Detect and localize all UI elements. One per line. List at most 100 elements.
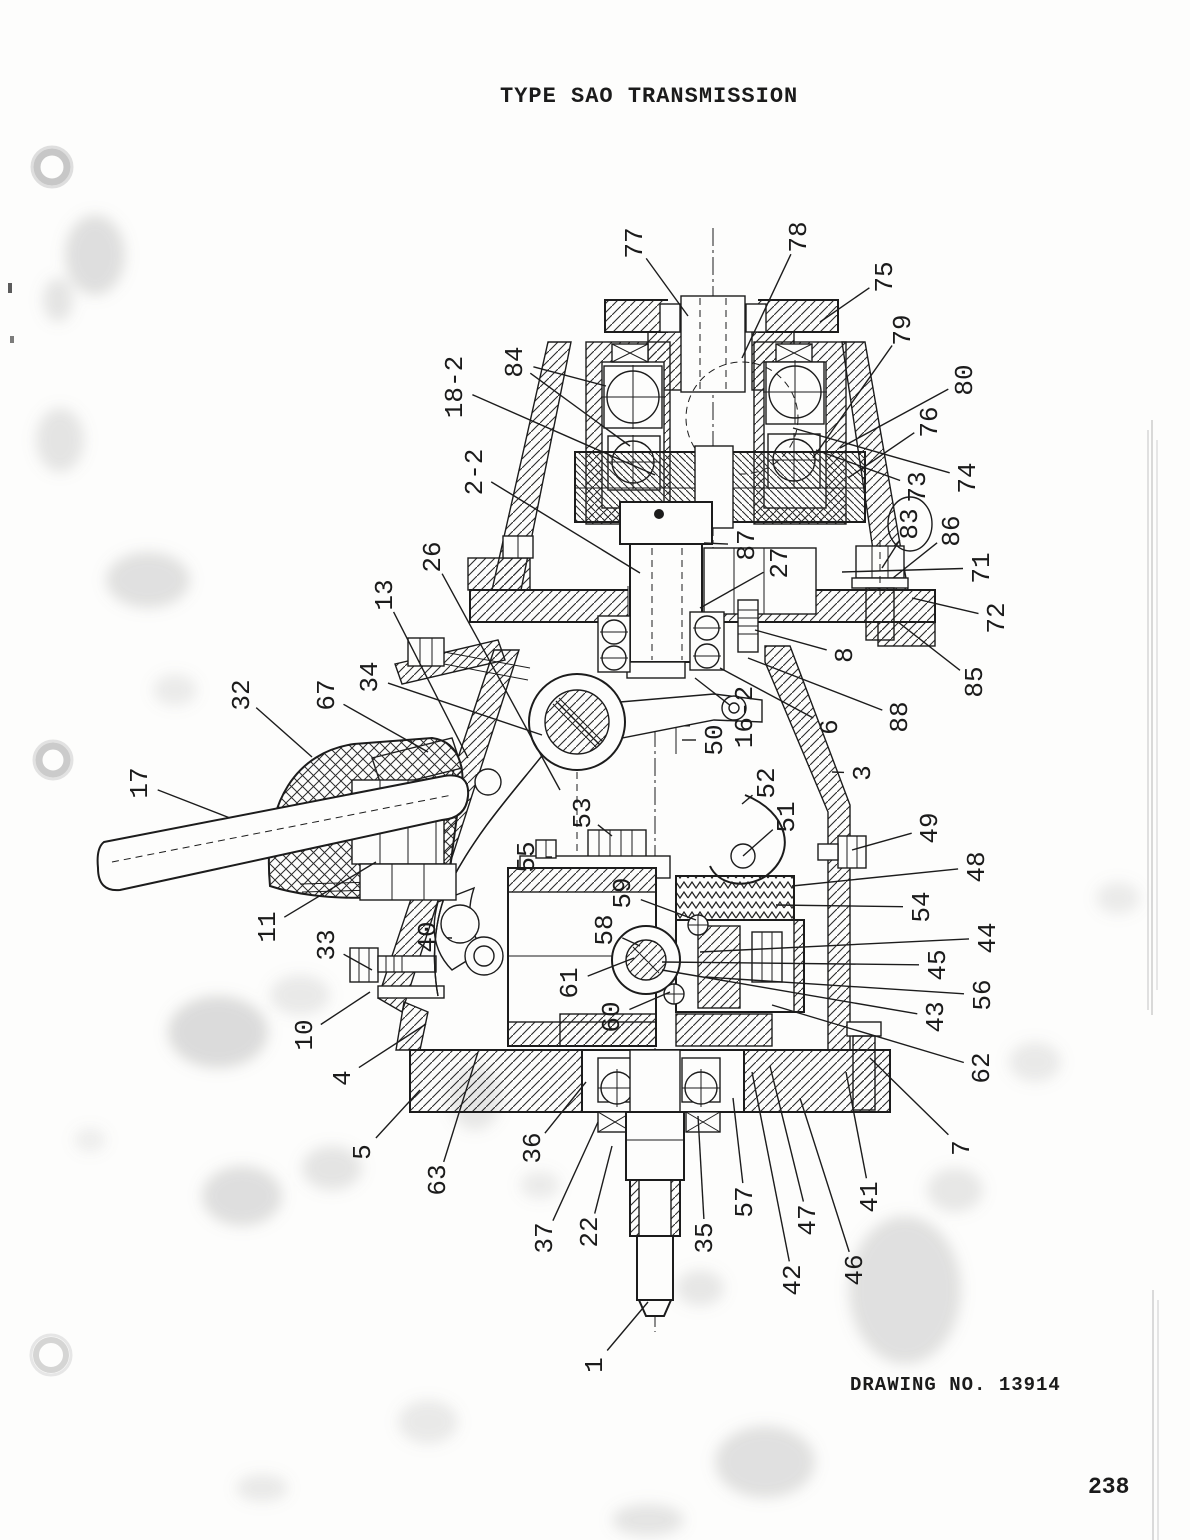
callout-84: 84 xyxy=(500,346,530,377)
callout-58: 58 xyxy=(590,914,620,945)
leader-line-1 xyxy=(606,1301,649,1351)
callout-74: 74 xyxy=(953,462,983,493)
callout-76: 76 xyxy=(915,406,945,437)
leader-line-46 xyxy=(799,1097,850,1253)
callout-45: 45 xyxy=(923,949,953,980)
callout-57: 57 xyxy=(730,1186,760,1217)
leader-line-84 xyxy=(529,372,631,447)
callout-63: 63 xyxy=(423,1164,453,1195)
callout-circle-83 xyxy=(887,496,933,552)
leader-line-17 xyxy=(157,789,231,819)
leader-line-61 xyxy=(587,957,635,977)
callout-80: 80 xyxy=(950,364,980,395)
leader-line-63 xyxy=(443,1051,479,1163)
callout-49: 49 xyxy=(915,812,945,843)
callout-55: 55 xyxy=(512,841,542,872)
leader-line-67 xyxy=(343,703,429,753)
callout-85: 85 xyxy=(960,666,990,697)
callout-83: 83 xyxy=(895,508,925,539)
leader-line-74 xyxy=(792,427,950,474)
leader-line-22 xyxy=(594,1145,613,1214)
callout-2-2: 2-2 xyxy=(460,449,490,496)
leader-line-77 xyxy=(645,257,689,317)
binder-holes xyxy=(29,145,74,1377)
callout-26: 26 xyxy=(418,541,448,572)
callout-27: 27 xyxy=(765,547,795,578)
leader-line-2-2 xyxy=(490,481,641,574)
leader-line-10 xyxy=(320,991,371,1026)
callout-33: 33 xyxy=(312,929,342,960)
leader-line-52 xyxy=(741,794,753,805)
bell-housing xyxy=(467,341,909,591)
callout-6: 6 xyxy=(815,719,845,735)
leader-line-88 xyxy=(747,657,883,711)
leader-line-75 xyxy=(819,287,870,323)
leader-line-85 xyxy=(897,621,961,671)
drawing-linework: 7778757980767473838671728588868418-22-22… xyxy=(96,221,1012,1373)
leader-line-86 xyxy=(892,542,938,579)
callout-40: 40 xyxy=(413,921,443,952)
callout-5: 5 xyxy=(348,1144,378,1160)
callout-75: 75 xyxy=(870,261,900,292)
callout-73: 73 xyxy=(903,471,933,502)
leader-line-87 xyxy=(703,542,729,545)
callout-32: 32 xyxy=(227,679,257,710)
leader-line-57 xyxy=(732,1097,744,1184)
callout-22: 22 xyxy=(575,1216,605,1247)
leader-line-58 xyxy=(622,937,641,947)
callout-41: 41 xyxy=(855,1181,885,1212)
gear-cluster xyxy=(349,829,805,1047)
leader-line-33 xyxy=(343,953,373,971)
leader-line-71 xyxy=(841,567,964,573)
callout-16-2: 16-2 xyxy=(730,686,760,748)
main-shaft-sleeve xyxy=(597,501,817,679)
output-shaft xyxy=(625,1049,685,1317)
leader-line-73 xyxy=(815,449,901,482)
callout-87: 87 xyxy=(732,529,762,560)
callout-17: 17 xyxy=(125,767,155,798)
callout-11: 11 xyxy=(253,911,283,942)
leader-line-78 xyxy=(741,253,792,359)
leader-line-4 xyxy=(358,1023,427,1069)
callout-18-2: 18-2 xyxy=(440,356,470,418)
callout-36: 36 xyxy=(518,1132,548,1163)
leader-line-27 xyxy=(699,571,764,609)
leader-line-79 xyxy=(812,345,893,459)
leader-line-49 xyxy=(851,832,912,851)
leader-line-53 xyxy=(597,824,613,837)
leader-line-5 xyxy=(375,1089,421,1139)
callout-47: 47 xyxy=(793,1204,823,1235)
callout-62: 62 xyxy=(967,1052,997,1083)
callout-13: 13 xyxy=(370,579,400,610)
leader-line-62 xyxy=(771,1004,965,1064)
leader-line-76 xyxy=(847,432,915,479)
leader-line-59 xyxy=(640,898,697,921)
leader-line-47 xyxy=(769,1065,805,1202)
callout-59: 59 xyxy=(608,877,638,908)
leader-line-34 xyxy=(387,682,543,736)
leader-line-51 xyxy=(742,829,774,857)
page-number: 238 xyxy=(1088,1474,1130,1500)
callout-8: 8 xyxy=(830,647,860,663)
leader-line-41 xyxy=(845,1071,868,1179)
callout-34: 34 xyxy=(355,661,385,692)
leader-line-7 xyxy=(869,1057,949,1136)
callout-60: 60 xyxy=(597,1001,627,1032)
leader-line-54 xyxy=(775,904,904,908)
leader-line-48 xyxy=(791,868,959,887)
leader-line-37 xyxy=(552,1121,599,1221)
callout-50: 50 xyxy=(700,724,730,755)
callout-88: 88 xyxy=(885,701,915,732)
callout-72: 72 xyxy=(982,602,1012,633)
callout-56: 56 xyxy=(968,979,998,1010)
callout-3: 3 xyxy=(848,765,878,781)
callout-71: 71 xyxy=(967,552,997,583)
leader-line-6 xyxy=(719,667,814,719)
leader-line-42 xyxy=(751,1071,790,1262)
callout-52: 52 xyxy=(752,767,782,798)
leader-line-60 xyxy=(629,991,671,1011)
leader-line-16-2 xyxy=(694,677,731,706)
